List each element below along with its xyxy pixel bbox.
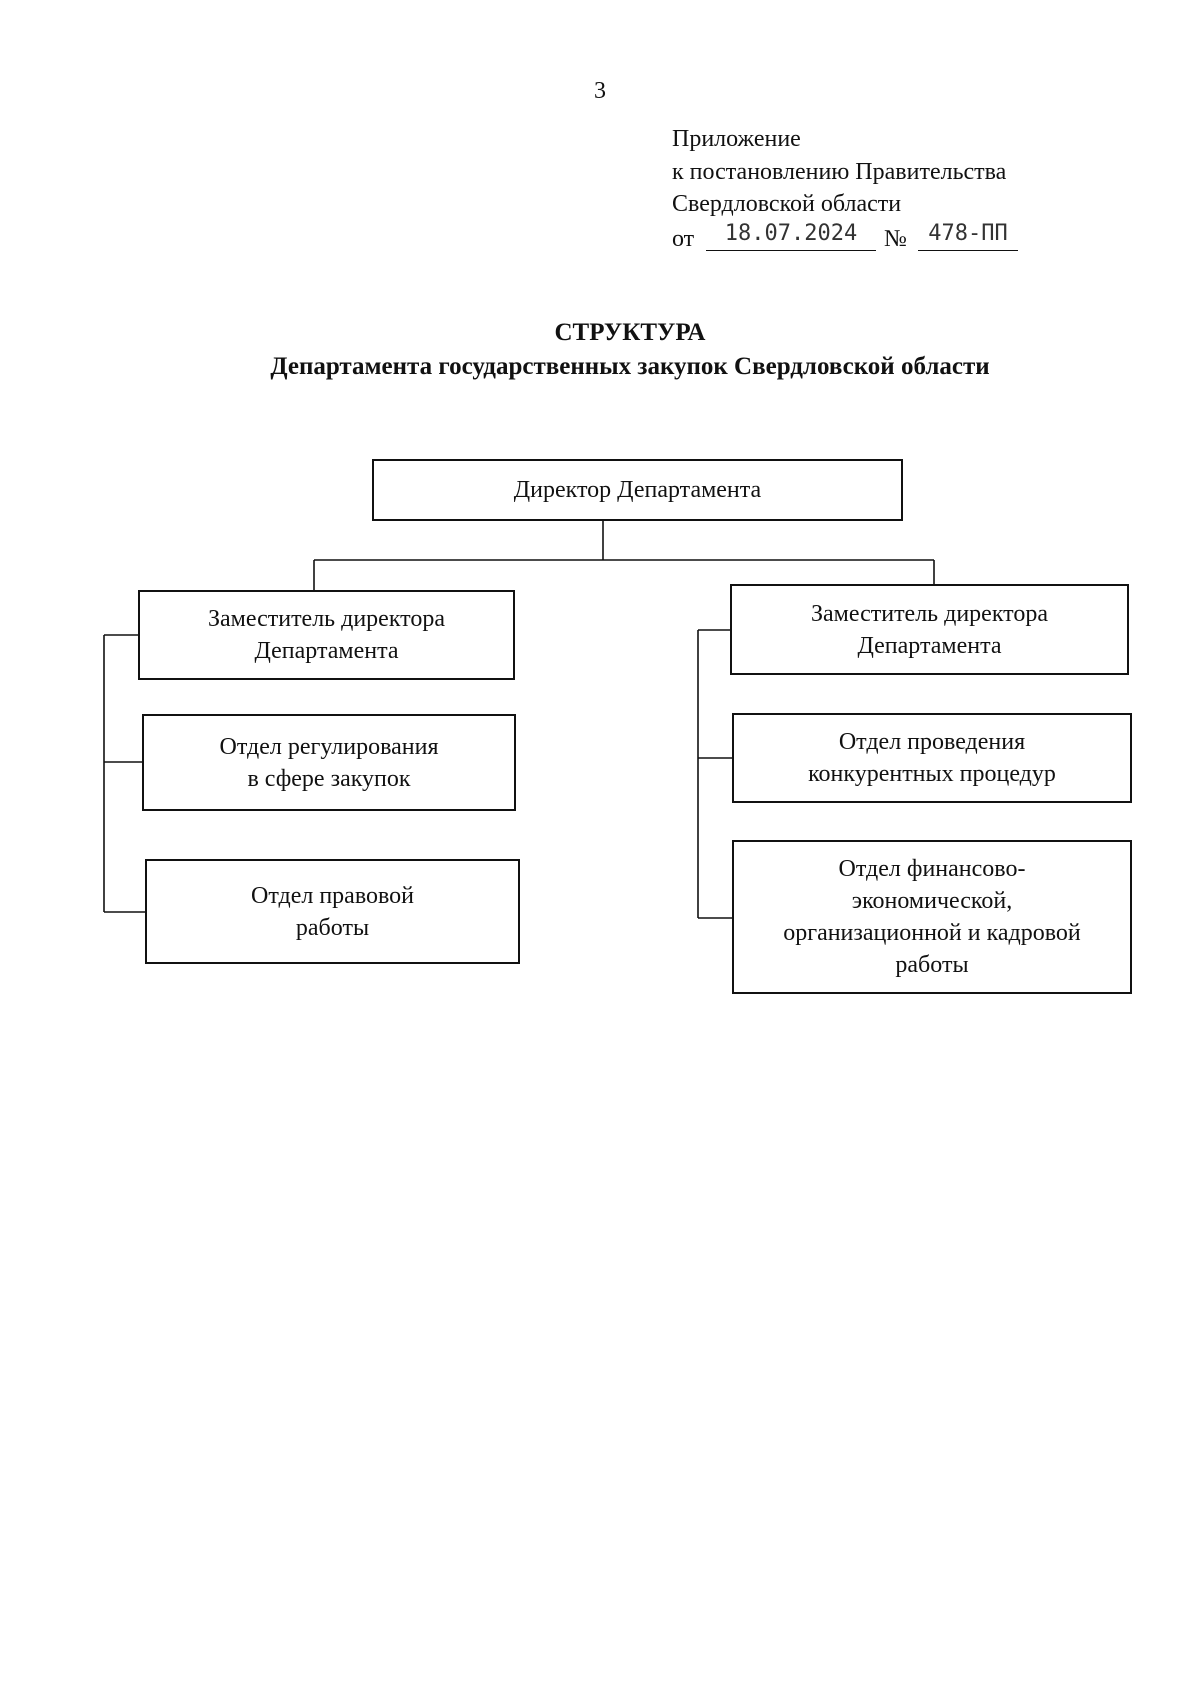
appendix-resolution-line: к постановлению Правительства [672, 158, 1007, 185]
left-deputy-label: Заместитель директора Департамента [207, 606, 446, 664]
title-department: Департамента государственных закупок Све… [270, 353, 990, 380]
page-number: 3 [594, 78, 606, 104]
title-structure: СТРУКТУРА [554, 319, 706, 346]
date-underline [706, 249, 876, 251]
resolution-date: 18.07.2024 [724, 220, 858, 246]
appendix-block: Приложение к постановлению Правительства… [672, 123, 1018, 253]
resolution-number: 478-ПП [928, 220, 1008, 246]
right-dept-finance-box: Отдел финансово- экономической, организа… [732, 840, 1132, 994]
number-prefix: № [884, 225, 907, 252]
right-dept-procurement-box: Отдел проведения конкурентных процедур [732, 713, 1132, 803]
director-label: Директор Департамента [513, 477, 762, 503]
appendix-label: Приложение [672, 126, 801, 152]
right-dept-finance-label: Отдел финансово- экономической, организа… [783, 856, 1081, 978]
date-prefix: от [672, 225, 695, 252]
left-dept-legal-box: Отдел правовой работы [145, 859, 520, 964]
director-box: Директор Департамента [372, 459, 903, 521]
right-deputy-box: Заместитель директора Департамента [730, 584, 1129, 675]
left-dept-regulation-box: Отдел регулирования в сфере закупок [142, 714, 516, 811]
left-deputy-box: Заместитель директора Департамента [138, 590, 515, 680]
left-dept-legal-label: Отдел правовой работы [250, 882, 415, 941]
left-dept-regulation-label: Отдел регулирования в сфере закупок [219, 733, 439, 792]
document-title: СТРУКТУРА Департамента государственных з… [0, 316, 1200, 384]
right-dept-procurement-label: Отдел проведения конкурентных процедур [808, 729, 1056, 787]
appendix-region-line: Свердловской области [672, 191, 902, 217]
appendix-date-line: от 18.07.2024 № 478-ПП [672, 220, 1018, 253]
right-deputy-label: Заместитель директора Департамента [810, 600, 1049, 659]
number-underline [918, 249, 1018, 251]
